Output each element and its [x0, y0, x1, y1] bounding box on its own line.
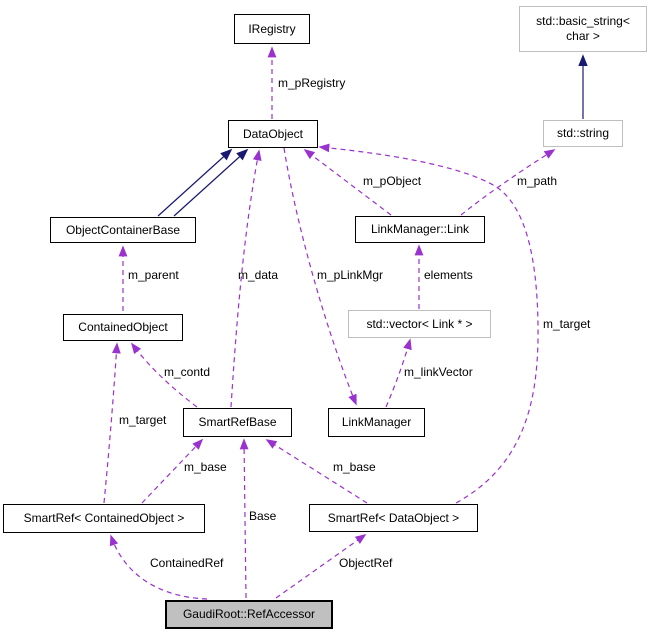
edge-m-base-dataobject — [265, 439, 368, 504]
edge-label-m-pobject: m_pObject — [363, 174, 422, 188]
edge-label-m-base-contained: m_base — [184, 460, 227, 474]
node-objectcontainerbase[interactable]: ObjectContainerBase — [50, 217, 196, 243]
edge-label-m-parent: m_parent — [128, 268, 179, 282]
edge-m-contd — [131, 342, 198, 408]
edge-label-m-base-dataobject: m_base — [333, 460, 376, 474]
edge-label-m-path: m_path — [517, 174, 558, 188]
edge-label-m-data: m_data — [238, 268, 279, 282]
edge-label-m-linkvector: m_linkVector — [404, 365, 473, 379]
edge-m-plinkmgr — [283, 147, 357, 406]
node-smartrefbase[interactable]: SmartRefBase — [183, 408, 292, 437]
node-dataobject[interactable]: DataObject — [228, 120, 318, 148]
edge-label-m-target-contained: m_target — [119, 413, 167, 427]
edge-containedref — [109, 534, 208, 600]
edge-m-data — [230, 149, 262, 408]
edge-label-m-target-dataobject: m_target — [543, 317, 591, 331]
edge-base — [239, 438, 249, 599]
edge-label-elements: elements — [424, 268, 473, 282]
node-linkmanager-link[interactable]: LinkManager::Link — [355, 216, 485, 243]
edge-label-m-contd: m_contd — [164, 365, 211, 379]
node-linkmanager[interactable]: LinkManager — [328, 408, 425, 437]
node-gaudiroot-refaccessor: GaudiRoot::RefAccessor — [165, 600, 333, 629]
node-containedobject[interactable]: ContainedObject — [63, 314, 183, 341]
node-iregistry[interactable]: IRegistry — [234, 14, 310, 44]
edge-label-m-pregistry: m_pRegistry — [278, 76, 346, 90]
edge-objectref — [275, 534, 367, 599]
node-std-string: std::string — [543, 120, 623, 147]
edge-m-linkvector — [385, 338, 412, 408]
node-std-vector-link: std::vector< Link * > — [348, 310, 491, 338]
node-smartref-dataobject[interactable]: SmartRef< DataObject > — [309, 504, 478, 532]
edge-label-containedref: ContainedRef — [150, 556, 224, 570]
node-std-basic-string: std::basic_string< char > — [519, 6, 647, 52]
edge-label-m-plinkmgr: m_pLinkMgr — [317, 268, 384, 282]
edge-m-target-dataobject — [318, 143, 539, 504]
edge-m-base-contained — [141, 438, 204, 504]
edge-ocb-inherits-dataobject-1 — [157, 148, 233, 217]
edge-m-path — [460, 149, 556, 216]
edge-label-base: Base — [249, 509, 277, 523]
edge-label-objectref: ObjectRef — [339, 556, 393, 570]
edge-ocb-inherits-dataobject-2 — [173, 148, 249, 217]
node-smartref-containedobject[interactable]: SmartRef< ContainedObject > — [3, 504, 205, 533]
edge-m-target-contained — [103, 342, 121, 504]
